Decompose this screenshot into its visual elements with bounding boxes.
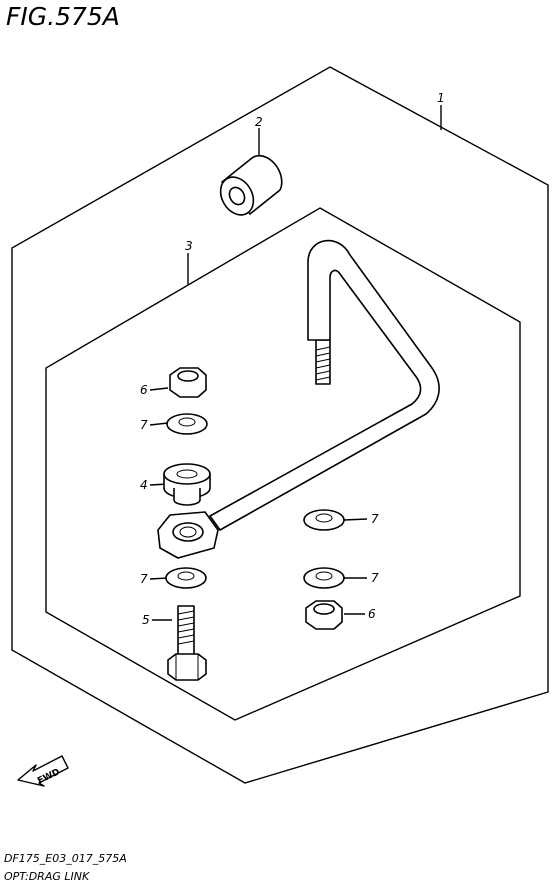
washer-part-7d xyxy=(303,567,345,589)
outer-group-outline xyxy=(11,66,549,784)
callout-1: 1 xyxy=(437,91,445,105)
forward-arrow-icon: FWD xyxy=(17,755,69,787)
inner-group-outline xyxy=(45,207,521,721)
callout-5: 5 xyxy=(142,613,150,627)
callout-7b: 7 xyxy=(140,572,148,586)
figure-title: FIG.575A xyxy=(6,2,120,31)
callout-6a: 6 xyxy=(140,383,148,397)
figure-name: OPT:DRAG LINK xyxy=(4,870,90,883)
callout-7a: 7 xyxy=(140,418,148,432)
callout-3: 3 xyxy=(185,239,193,253)
drag-link-rod-part-3 xyxy=(157,239,440,559)
leader-line-6a xyxy=(149,387,169,391)
callout-6b: 6 xyxy=(368,607,376,621)
callout-7d: 7 xyxy=(371,571,379,585)
leader-line-7b xyxy=(149,577,169,580)
washer-part-7a xyxy=(166,413,208,435)
bolt-part-5 xyxy=(167,605,207,681)
figure-code: DF175_E03_017_575A xyxy=(4,852,127,865)
callout-7c: 7 xyxy=(371,512,379,526)
bushing-part-2 xyxy=(219,154,283,216)
washer-part-7b xyxy=(165,567,207,589)
leader-line-7a xyxy=(149,422,169,426)
nut-part-6b xyxy=(305,600,343,630)
collar-part-4 xyxy=(163,463,211,506)
callout-2: 2 xyxy=(255,115,263,129)
nut-part-6a xyxy=(169,367,207,398)
leader-line-7c xyxy=(343,518,368,521)
washer-part-7c xyxy=(303,509,345,531)
callout-4: 4 xyxy=(140,478,148,492)
